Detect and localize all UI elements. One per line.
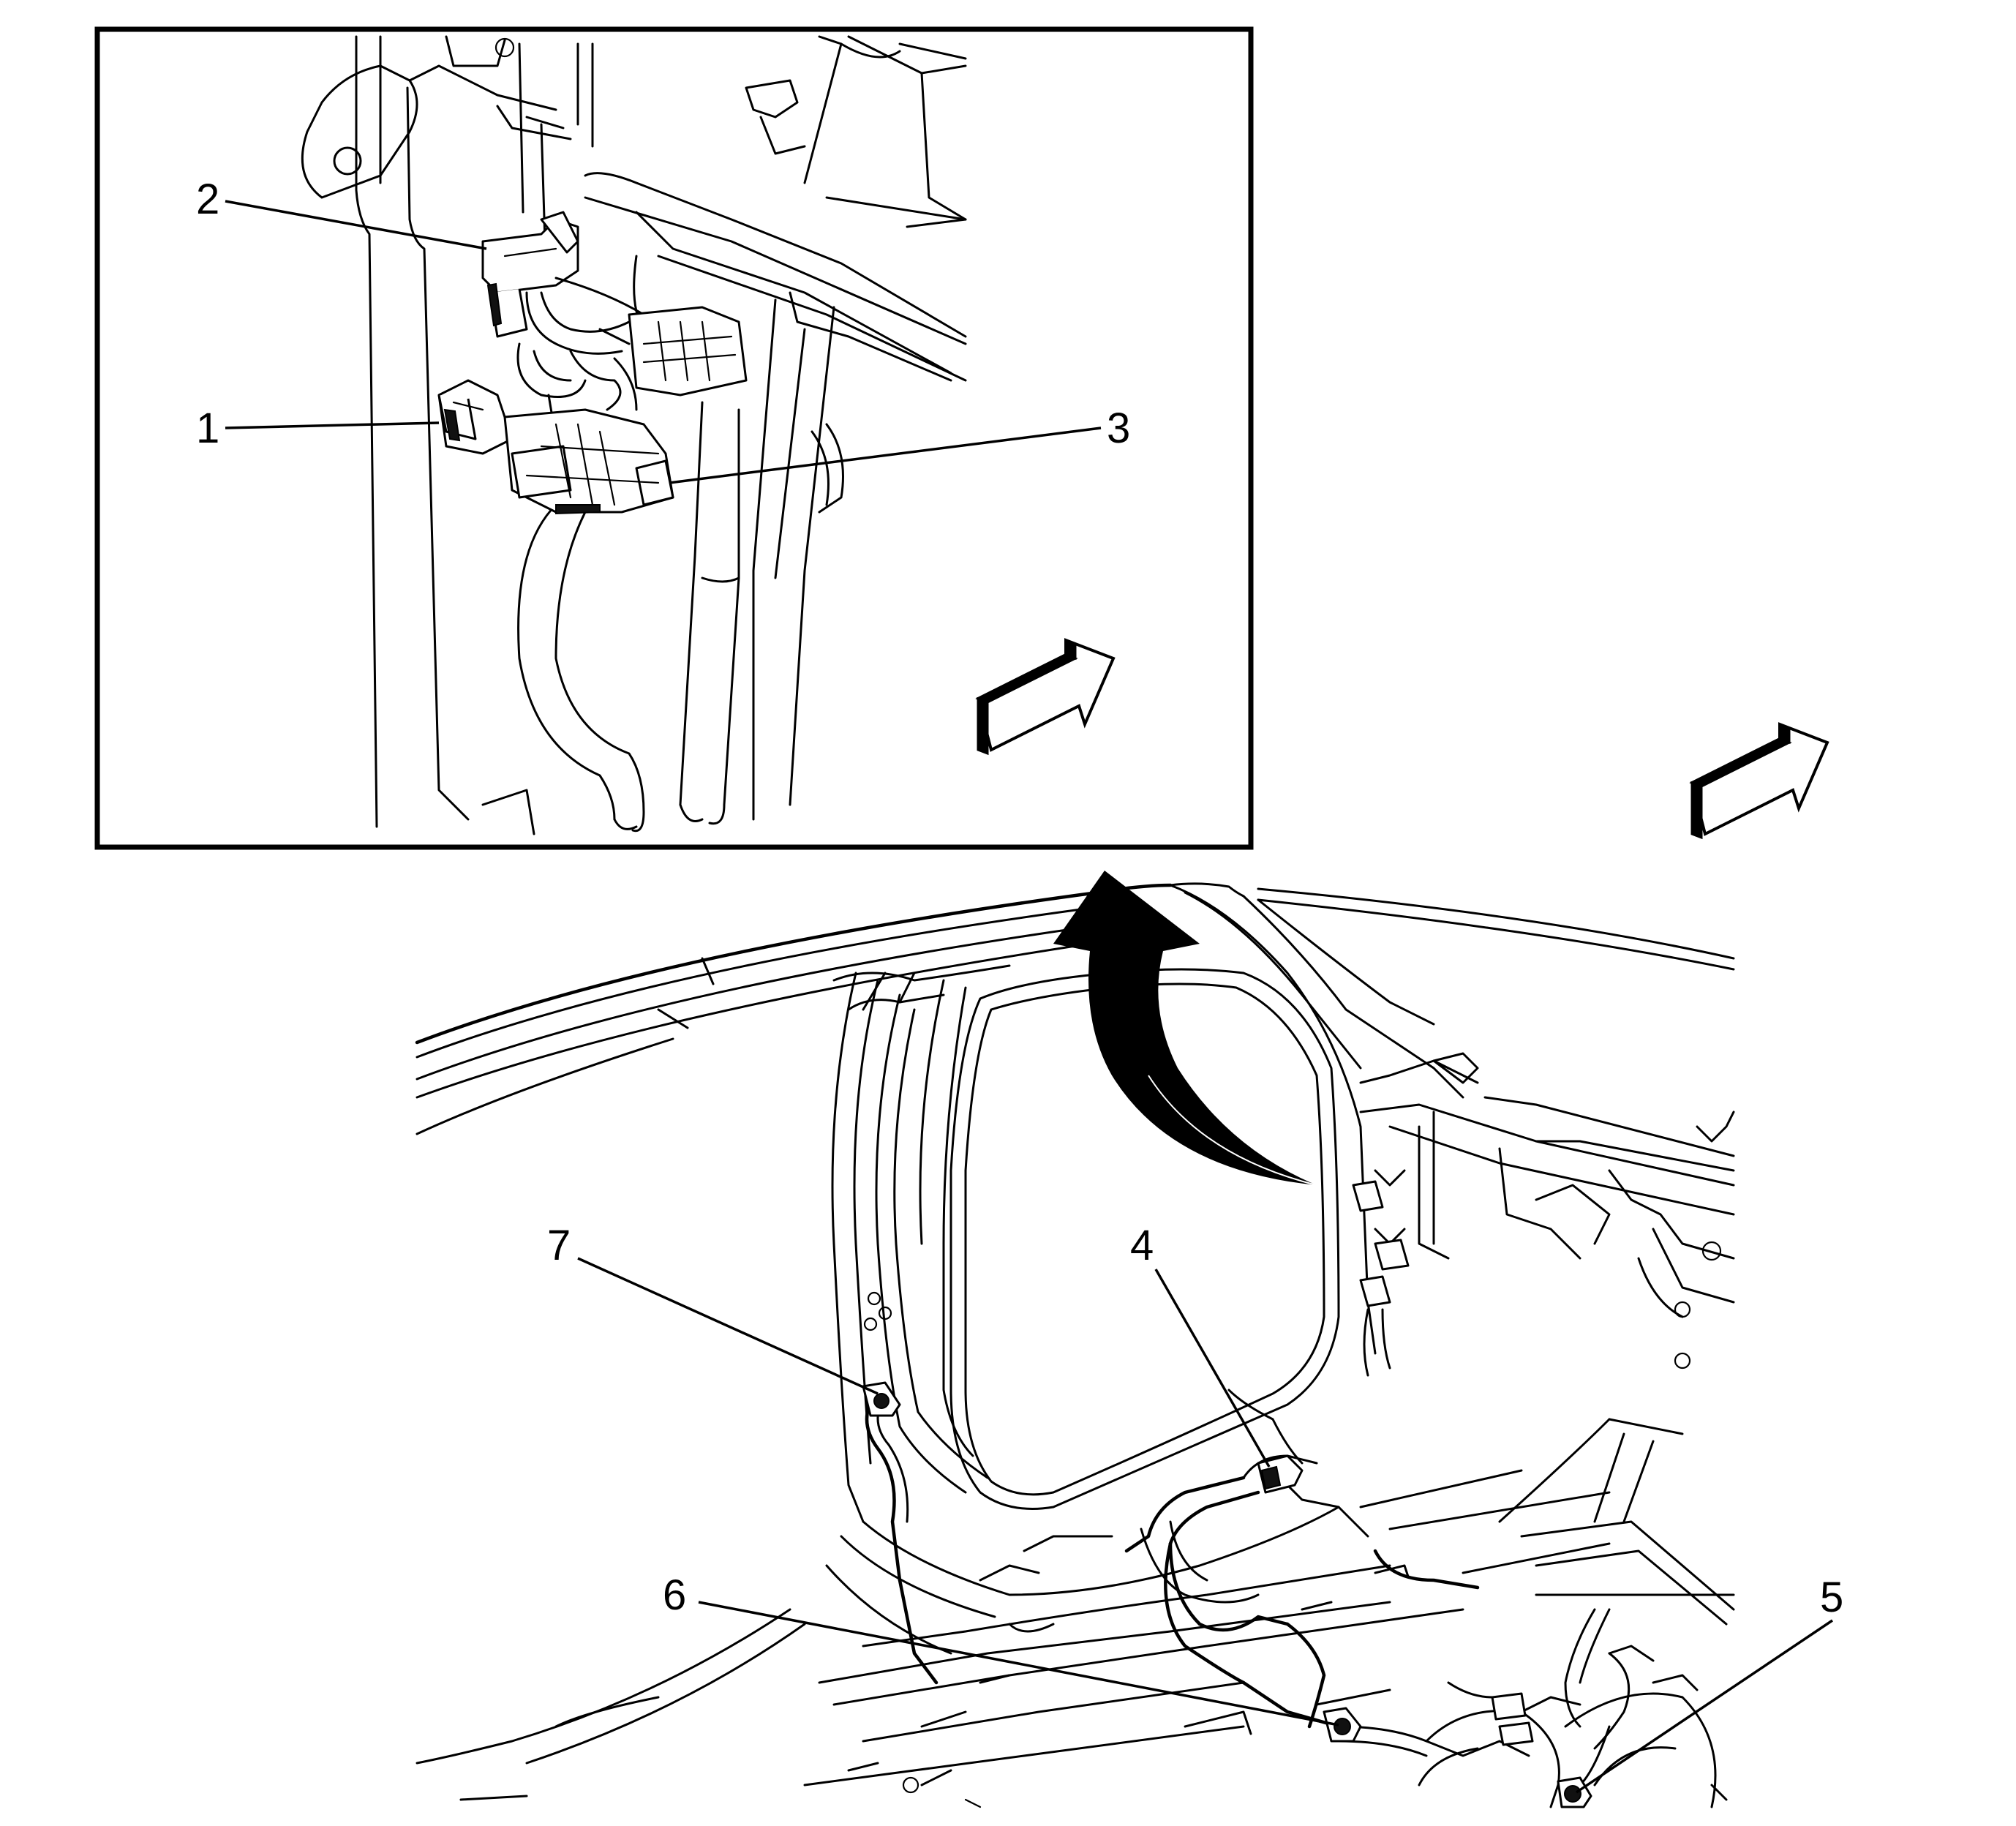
callout-2-leader (225, 200, 487, 250)
vehicle-body-view (415, 882, 1735, 1808)
main-wiring-harness (862, 1381, 1631, 1808)
forward-direction-arrow-icon (975, 638, 1116, 756)
callout-5-label: 5 (1820, 1574, 1843, 1621)
callout-6-label: 6 (663, 1571, 686, 1619)
forward-direction-arrow-icon (1689, 722, 1829, 840)
callout-3-label: 3 (1107, 405, 1130, 452)
detail-inset: 2 1 3 (94, 26, 1254, 850)
inset-pillar-structure (301, 35, 967, 835)
connector-square (628, 306, 748, 397)
callout-2-label: 2 (196, 176, 219, 223)
callout-7-leader (577, 1257, 879, 1395)
callout-5-leader (1576, 1619, 1833, 1794)
detail-view-curved-arrow-icon (1053, 871, 1317, 1186)
connector-3 (503, 408, 674, 515)
callout-4-leader (1154, 1269, 1271, 1468)
inset-harness (516, 277, 645, 440)
callout-4-label: 4 (1130, 1222, 1154, 1269)
callout-1-leader (225, 421, 440, 429)
detail-inset-frame (94, 26, 1254, 850)
connector-1 (437, 379, 514, 455)
callout-3-leader (669, 427, 1102, 484)
callout-6-leader (698, 1601, 1339, 1727)
connector-2 (481, 211, 579, 338)
callout-1-label: 1 (196, 405, 219, 452)
callout-7-label: 7 (547, 1222, 571, 1269)
